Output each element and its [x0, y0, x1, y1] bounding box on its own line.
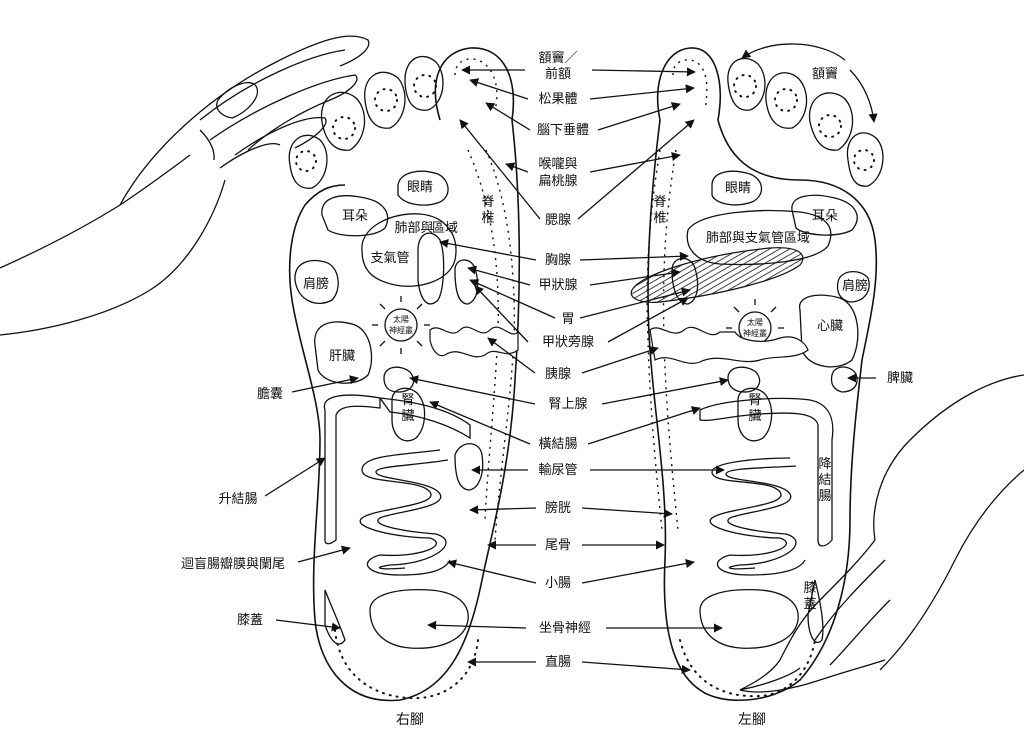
label-coccyx: 尾骨: [545, 538, 571, 553]
label-thyroid: 甲狀腺: [538, 278, 577, 293]
solar-label-right-2: 神經叢: [389, 325, 413, 335]
spine-label-right-1: 脊: [481, 195, 494, 210]
sinus-arc-label: 額竇: [812, 67, 838, 82]
heart-zone-left: [799, 294, 859, 368]
solar-label-left-1: 太陽: [747, 317, 763, 327]
toe-4-right: [320, 91, 366, 151]
eye-label-left: 眼睛: [725, 181, 751, 196]
label-appendix: 迴盲腸瓣膜與闌尾: [181, 556, 285, 572]
lung-label-left: 肺部與支氣管區域: [706, 231, 810, 246]
knee-zone-right: [324, 589, 346, 645]
label-pituitary: 腦下垂體: [537, 123, 589, 138]
label-parathyroid: 甲狀旁腺: [542, 334, 594, 350]
ear-label-right: 耳朵: [342, 209, 368, 224]
right-foot: [288, 47, 521, 702]
label-small-intestine: 小腸: [545, 576, 571, 591]
spleen-zone-left: [830, 366, 858, 393]
lung-zone-right: [361, 213, 457, 287]
label-throat-1: 喉嚨與: [538, 156, 577, 172]
eye-zone-right: [397, 170, 449, 206]
label-transverse-colon: 橫結腸: [538, 437, 577, 452]
label-stomach: 胃: [561, 312, 574, 327]
label-throat-2: 扁桃腺: [538, 174, 577, 189]
solar-label-left-2: 神經叢: [743, 328, 767, 338]
ascending-colon-right: [323, 394, 381, 545]
pointer-arrows: [264, 65, 876, 674]
label-rectum: 直腸: [545, 655, 571, 670]
label-pineal: 松果體: [538, 92, 577, 107]
center-labels: 額竇／ 前額 松果體 腦下垂體 喉嚨與 扁桃腺 腮腺 胸腺 甲狀腺 胃 甲狀旁腺…: [181, 51, 913, 670]
lung-label-right-1: 肺部與: [394, 221, 433, 236]
label-ascending-colon: 升結腸: [218, 492, 257, 507]
spine-label-right-2: 椎: [481, 211, 494, 226]
label-sciatic: 坐骨神經: [539, 621, 591, 636]
shoulder-zone-right: [294, 259, 339, 304]
knee-zone-left: [807, 579, 824, 643]
left-foot-labels: 眼睛 耳朵 肺部與支氣管區域 肩膀 心臟 太陽 神經叢 腎 臟 脊 椎 降 結 …: [653, 181, 868, 612]
chest-zone-right: [417, 232, 445, 305]
sciatic-zone-right: [369, 589, 469, 649]
caption-left-foot: 左腳: [738, 712, 766, 728]
hand-bottom-right: [739, 374, 1024, 693]
spine-label-left-2: 椎: [653, 211, 666, 226]
lung-label-right-3: 區域: [432, 221, 458, 236]
toe-4-left: [808, 92, 854, 151]
liver-zone-right: [314, 321, 373, 384]
label-forehead-2: 前額: [545, 66, 571, 82]
label-gallbladder: 膽囊: [257, 386, 283, 402]
kidney-zone-left: [737, 387, 773, 442]
label-bladder: 膀胱: [545, 500, 571, 516]
liver-label-right: 肝臟: [329, 349, 355, 364]
label-thymus: 腮腺: [545, 213, 571, 228]
toe-2-right: [404, 56, 444, 111]
desc-colon-label-1: 降: [818, 457, 831, 472]
label-knee: 膝蓋: [237, 613, 263, 628]
kidney-label-left-2: 臟: [748, 409, 761, 424]
spine-label-left-1: 脊: [653, 195, 666, 210]
descending-colon-left: [699, 397, 834, 547]
heart-label-left: 心臟: [817, 319, 843, 334]
toe-2-left: [727, 57, 766, 111]
solar-label-right-1: 太陽: [393, 314, 409, 324]
kidney-zone-right: [391, 387, 426, 442]
eye-zone-left: [711, 170, 763, 206]
toe-5-right: [288, 134, 328, 189]
toe-3-left: [765, 72, 808, 129]
shoulder-zone-left: [836, 271, 870, 303]
right-foot-labels: 耳朵 眼睛 肺部與 支氣管 區域 肩膀 太陽 神經叢 肝臟 腎 臟 脊 椎: [303, 180, 495, 424]
kidney-label-right-2: 臟: [401, 409, 414, 424]
eye-label-right: 眼睛: [407, 180, 433, 195]
shoulder-label-left: 肩膀: [842, 278, 868, 294]
toe-5-left: [846, 132, 884, 187]
ear-zone-right: [321, 195, 389, 237]
label-spleen: 脾臟: [887, 371, 913, 386]
left-foot: [630, 47, 884, 702]
solar-plexus-right: [384, 308, 418, 342]
ear-zone-left: [791, 194, 858, 236]
kidney-label-left-1: 腎: [748, 393, 761, 408]
knee-label-left-2: 蓋: [803, 597, 816, 612]
toe-3-right: [364, 71, 406, 129]
label-pancreas: 胰腺: [545, 367, 571, 382]
desc-colon-label-2: 結: [818, 473, 831, 488]
lung-label-right-2: 支氣管: [370, 251, 409, 266]
kidney-label-right-1: 腎: [401, 393, 414, 408]
label-adrenal: 腎上腺: [548, 397, 587, 412]
sciatic-zone-left: [699, 589, 799, 649]
label-ureter: 輸尿管: [538, 463, 577, 478]
desc-colon-label-3: 腸: [818, 489, 831, 504]
shoulder-label-right: 肩膀: [303, 276, 329, 292]
ear-label-left: 耳朵: [812, 209, 838, 224]
caption-right-foot: 右腳: [396, 712, 424, 728]
knee-label-left-1: 膝: [803, 581, 816, 596]
label-forehead-1: 額竇／: [538, 51, 577, 66]
label-chest: 胸腺: [545, 253, 571, 268]
